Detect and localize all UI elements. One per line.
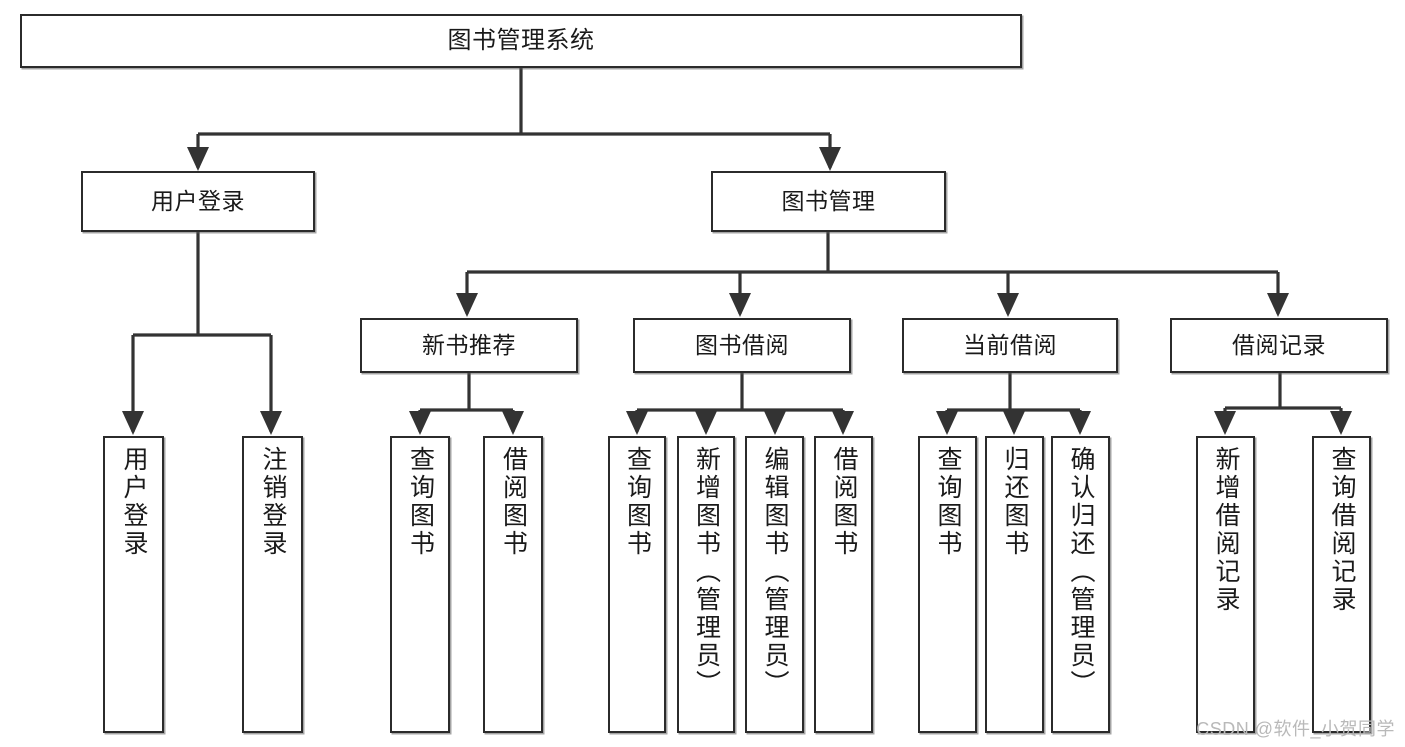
node-leaf-query-record[interactable]: 查询借阅记录 xyxy=(1312,436,1371,733)
node-leaf-borrow-book-1[interactable]: 借阅图书 xyxy=(483,436,543,733)
node-leaf-borrow-book-2-label: 借阅图书 xyxy=(830,446,858,558)
node-leaf-query-book-1-label: 查询图书 xyxy=(406,446,435,558)
node-current-borrow-label: 当前借阅 xyxy=(963,331,1057,358)
node-leaf-confirm-return-label: 确认归还（管理员） xyxy=(1067,446,1095,698)
node-root[interactable]: 图书管理系统 xyxy=(20,14,1022,68)
node-leaf-user-logout-label: 注销登录 xyxy=(259,446,287,558)
node-root-label: 图书管理系统 xyxy=(447,26,595,54)
node-leaf-user-logout[interactable]: 注销登录 xyxy=(242,436,303,733)
node-leaf-add-book-label: 新增图书（管理员） xyxy=(692,446,721,698)
node-leaf-add-record-label: 新增借阅记录 xyxy=(1212,446,1240,614)
node-leaf-query-book-2-label: 查询图书 xyxy=(623,446,652,558)
node-leaf-edit-book-label: 编辑图书（管理员） xyxy=(761,446,789,698)
node-user-login-label: 用户登录 xyxy=(151,187,245,214)
node-user-login[interactable]: 用户登录 xyxy=(81,171,315,232)
node-leaf-query-book-1[interactable]: 查询图书 xyxy=(390,436,450,733)
node-leaf-query-book-3-label: 查询图书 xyxy=(934,446,962,558)
node-leaf-user-login[interactable]: 用户登录 xyxy=(103,436,164,733)
node-leaf-add-record[interactable]: 新增借阅记录 xyxy=(1196,436,1255,733)
node-borrow-record[interactable]: 借阅记录 xyxy=(1170,318,1388,373)
node-leaf-add-book[interactable]: 新增图书（管理员） xyxy=(677,436,735,733)
node-new-book-recommend[interactable]: 新书推荐 xyxy=(360,318,578,373)
node-leaf-query-book-3[interactable]: 查询图书 xyxy=(918,436,977,733)
node-leaf-borrow-book-1-label: 借阅图书 xyxy=(499,446,528,558)
node-book-management[interactable]: 图书管理 xyxy=(711,171,946,232)
node-borrow-record-label: 借阅记录 xyxy=(1232,331,1326,358)
node-new-book-recommend-label: 新书推荐 xyxy=(422,331,516,358)
node-book-borrow[interactable]: 图书借阅 xyxy=(633,318,851,373)
node-leaf-query-book-2[interactable]: 查询图书 xyxy=(608,436,666,733)
node-leaf-return-book[interactable]: 归还图书 xyxy=(985,436,1044,733)
node-leaf-return-book-label: 归还图书 xyxy=(1001,446,1029,558)
node-leaf-query-record-label: 查询借阅记录 xyxy=(1328,446,1356,614)
node-book-management-label: 图书管理 xyxy=(781,187,876,214)
node-current-borrow[interactable]: 当前借阅 xyxy=(902,318,1118,373)
node-leaf-confirm-return[interactable]: 确认归还（管理员） xyxy=(1051,436,1110,733)
node-leaf-user-login-label: 用户登录 xyxy=(120,446,148,558)
watermark-text: CSDN @软件_小贺同学 xyxy=(1196,719,1395,739)
node-leaf-edit-book[interactable]: 编辑图书（管理员） xyxy=(745,436,804,733)
node-leaf-borrow-book-2[interactable]: 借阅图书 xyxy=(814,436,873,733)
node-book-borrow-label: 图书借阅 xyxy=(695,331,789,358)
